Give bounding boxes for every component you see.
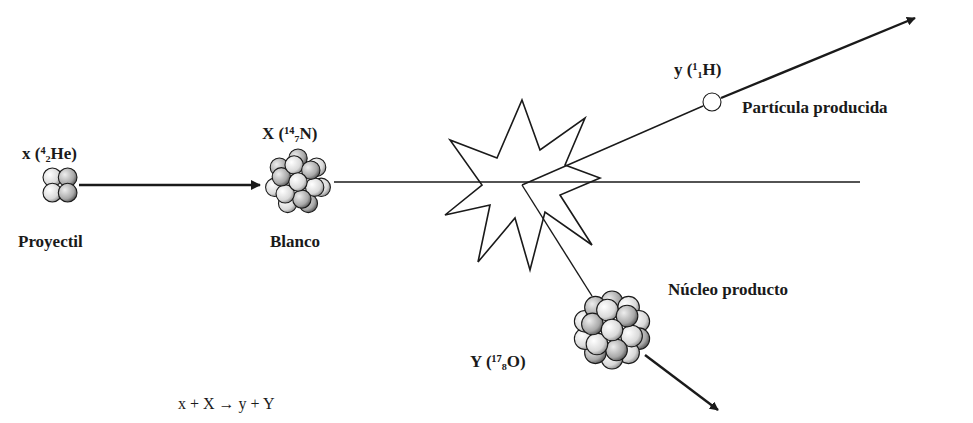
particle-symbol: Y (¹⁷₈O) [470, 352, 526, 372]
particle-symbol: X (¹⁴₇N) [262, 124, 317, 144]
nucleon [606, 339, 628, 361]
particle-role: Blanco [270, 232, 320, 252]
nucleon [58, 183, 77, 202]
reaction-equation: x + X → y + Y [178, 394, 275, 413]
nucleon [285, 156, 303, 174]
proton-particle: y (¹₁H)Partícula producida [702, 92, 722, 112]
particle-role: Partícula producida [742, 98, 888, 118]
oxygen-arrow [645, 355, 718, 410]
nucleon-cluster [264, 148, 332, 216]
nucleon [601, 319, 623, 341]
nucleon-cluster [572, 290, 652, 370]
projectile-arrow [79, 184, 260, 186]
nucleus-node: X (¹⁴₇N)Blanco [264, 148, 332, 216]
nucleon [289, 173, 307, 191]
nucleon [293, 190, 311, 208]
nucleus-node: x (⁴₂He)Proyectil [43, 168, 77, 202]
nucleon [703, 93, 721, 111]
proton-track [522, 106, 703, 185]
particle-role: Núcleo producto [668, 280, 788, 300]
proton-arrow [721, 18, 915, 98]
oxygen-track [522, 185, 592, 296]
particle-role: Proyectil [18, 232, 83, 252]
particle-symbol: x (⁴₂He) [22, 144, 77, 164]
particle-symbol: y (¹₁H) [674, 60, 722, 80]
nucleon-cluster [702, 92, 722, 112]
nucleon-cluster [43, 168, 77, 202]
nucleus-node: Y (¹⁷₈O)Núcleo producto [572, 290, 652, 370]
beam-axis [334, 181, 860, 182]
nucleon [597, 299, 619, 321]
